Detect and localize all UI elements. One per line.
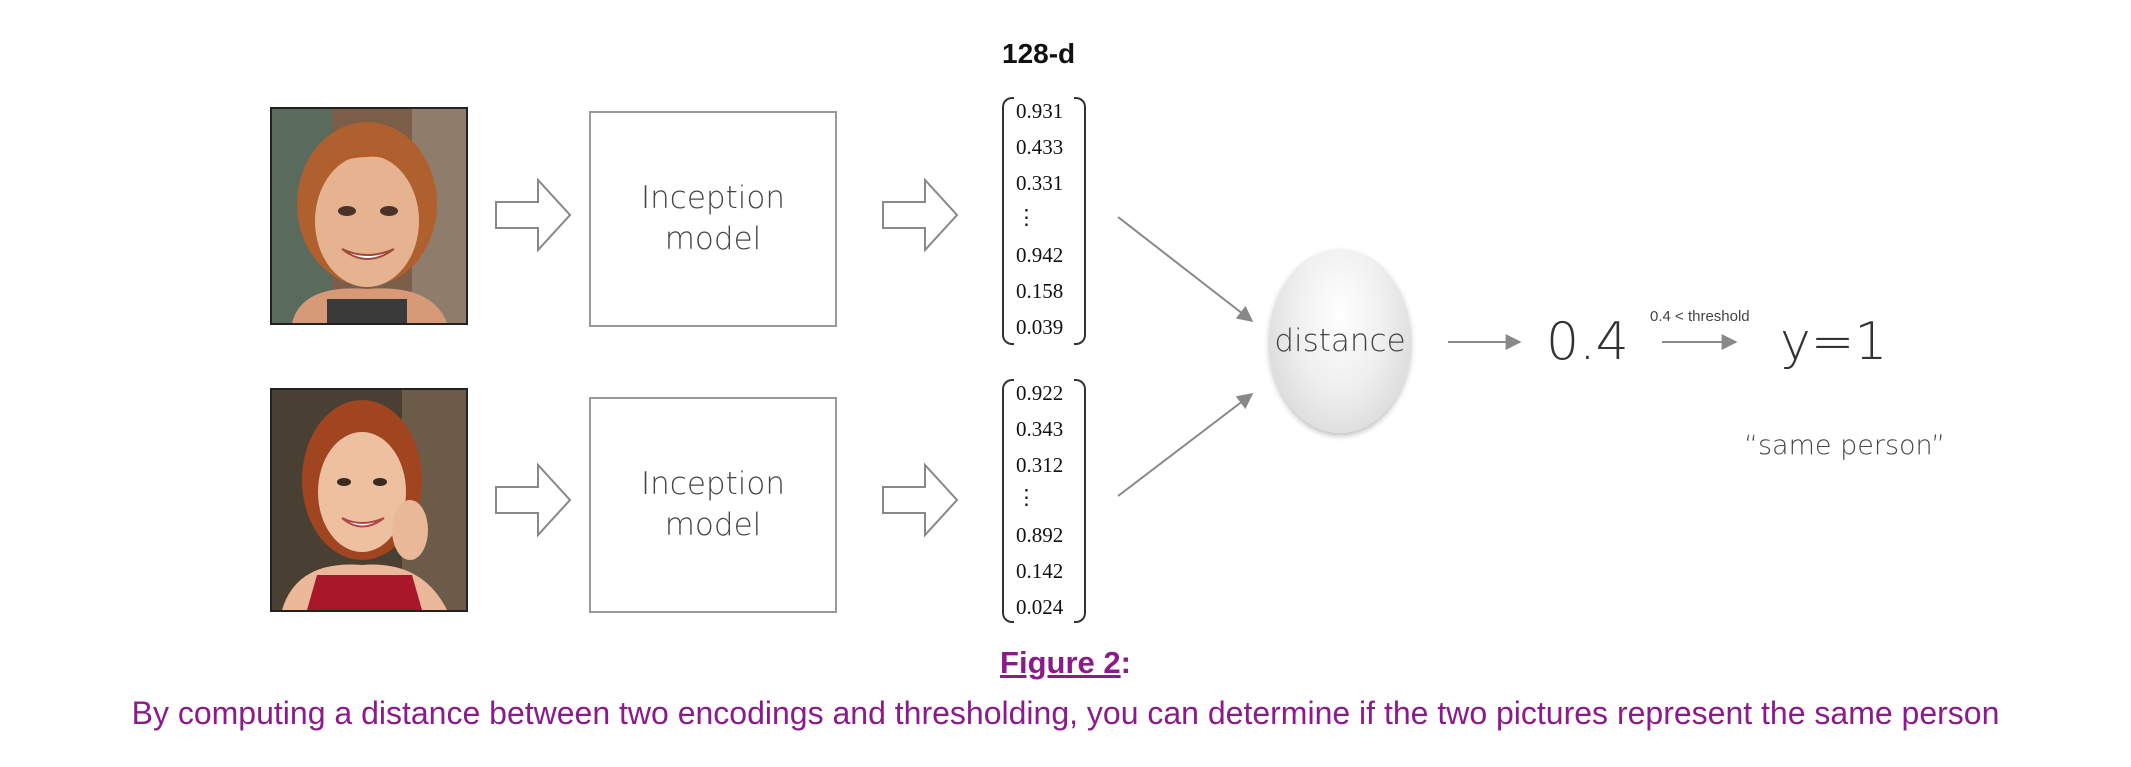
left-paren (1002, 379, 1014, 623)
hollow-arrow-icon (495, 462, 572, 538)
hollow-arrow-icon (882, 177, 959, 253)
inception-model-box-1: Inception model (589, 111, 837, 327)
vector-value: 0.312 (1016, 453, 1064, 477)
vector-value: 0.433 (1016, 135, 1064, 159)
figure-caption: By computing a distance between two enco… (131, 695, 2000, 731)
vector-value: 0.158 (1016, 279, 1064, 303)
right-paren (1074, 97, 1086, 345)
figure-title: Figure 2: (0, 645, 2131, 681)
face-photo-2 (270, 388, 468, 612)
vector-value: 0.331 (1016, 171, 1064, 195)
output-caption: “same person” (1744, 430, 1946, 461)
vector-value: 0.931 (1016, 99, 1064, 123)
vector-ellipsis: ⋮ (1016, 205, 1037, 229)
line-arrow-icon (1117, 393, 1254, 497)
vector-ellipsis: ⋮ (1016, 485, 1037, 509)
vector-value: 0.922 (1016, 381, 1064, 405)
hollow-arrow-icon (495, 177, 572, 253)
distance-value: 0.4 (1546, 312, 1629, 372)
vector-dimension-label: 128-d (1002, 38, 1076, 69)
figure-title-colon: : (1120, 645, 1131, 680)
model-label: Inception model (641, 466, 785, 543)
model-label: Inception model (641, 180, 785, 257)
left-paren (1002, 97, 1014, 345)
vector-value: 0.942 (1016, 243, 1064, 267)
distance-label: distance (1274, 323, 1406, 359)
vector-value: 0.039 (1016, 315, 1064, 339)
inception-model-box-2: Inception model (589, 397, 837, 613)
output-label: y=1 (1780, 312, 1888, 372)
vector-value: 0.024 (1016, 595, 1064, 619)
figure-title-text: Figure 2 (1000, 645, 1121, 680)
threshold-label: 0.4 < threshold (1650, 308, 1750, 325)
face-photo-1 (270, 107, 468, 325)
line-arrow-icon (1117, 216, 1254, 322)
hollow-arrow-icon (882, 462, 959, 538)
vector-value: 0.343 (1016, 417, 1064, 441)
right-paren (1074, 379, 1086, 623)
encoding-vector-2: 0.922 0.343 0.312 ⋮ 0.892 0.142 0.024 (1002, 379, 1086, 623)
encoding-vector-1: 0.931 0.433 0.331 ⋮ 0.942 0.158 0.039 (1002, 97, 1086, 345)
distance-node: distance (1269, 249, 1411, 433)
vector-value: 0.142 (1016, 559, 1064, 583)
vector-value: 0.892 (1016, 523, 1064, 547)
